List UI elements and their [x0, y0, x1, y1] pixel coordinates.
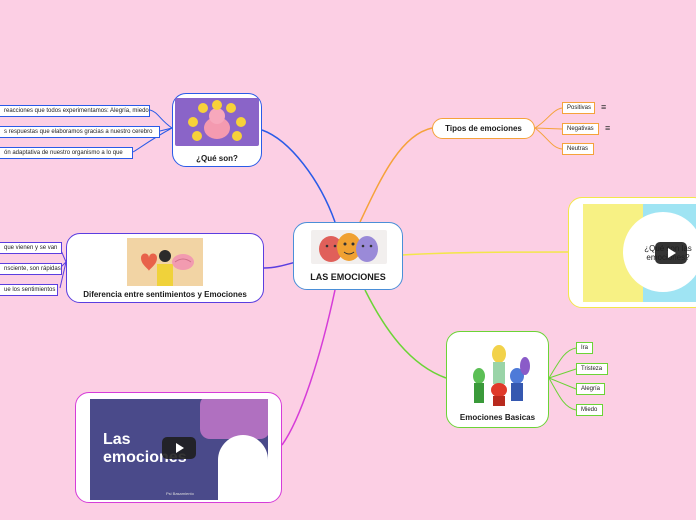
- que-son-node[interactable]: ¿Qué son?: [172, 93, 262, 167]
- tipos-item-neutras[interactable]: Neutras: [562, 143, 594, 155]
- heart-brain-image: [127, 238, 203, 286]
- que-son-item-1[interactable]: reacciones que todos experimentamos: Ale…: [0, 105, 150, 117]
- que-son-item-2[interactable]: s respuestas que elaboramos gracias a nu…: [0, 126, 160, 138]
- tipos-title: Tipos de emociones: [445, 124, 522, 133]
- basicas-item-ira[interactable]: Ira: [576, 342, 593, 354]
- diferencia-title: Diferencia entre sentimientos y Emocione…: [83, 290, 247, 299]
- diferencia-item-2[interactable]: nsciente, son rápidas: [0, 263, 62, 275]
- connector-video-bottom: [281, 289, 336, 446]
- play-icon: [176, 443, 184, 453]
- basicas-item-miedo[interactable]: Miedo: [576, 404, 603, 416]
- basicas-node[interactable]: Emociones Basicas: [446, 331, 549, 428]
- inside-out-image: [461, 336, 536, 408]
- connector-diferencia: [263, 261, 297, 269]
- video-bottom-footer: Psi Basamiento: [166, 491, 194, 496]
- central-node[interactable]: LAS EMOCIONES: [293, 222, 403, 290]
- basicas-item-alegria[interactable]: Alegría: [576, 383, 605, 395]
- basicas-title: Emociones Basicas: [459, 413, 536, 422]
- tipos-item-negativas[interactable]: Negativas: [562, 123, 599, 135]
- play-button[interactable]: [655, 242, 687, 264]
- connector-basicas: [364, 289, 447, 379]
- negativas-menu-icon[interactable]: ≡: [605, 123, 611, 133]
- connector-video-right: [401, 251, 569, 256]
- que-son-item-3[interactable]: ón adaptativa de nuestro organismo a lo …: [0, 147, 133, 159]
- positivas-menu-icon[interactable]: ≡: [601, 102, 607, 112]
- emotions-faces-image: [173, 98, 261, 146]
- tipos-node[interactable]: Tipos de emociones: [432, 118, 535, 139]
- connector-tipos: [359, 127, 433, 223]
- connector-que-son: [261, 129, 336, 223]
- tipos-item-positivas[interactable]: Positivas: [562, 102, 595, 114]
- video-right-node[interactable]: ¿Qué son las emociones?: [568, 197, 696, 308]
- video-bottom-node[interactable]: Las emociones Psi Basamiento: [75, 392, 282, 503]
- diferencia-node[interactable]: Diferencia entre sentimientos y Emocione…: [66, 233, 264, 303]
- diferencia-item-3[interactable]: ue los sentimientos: [0, 284, 58, 296]
- central-title: LAS EMOCIONES: [310, 272, 386, 282]
- play-icon: [668, 248, 676, 258]
- diferencia-item-1[interactable]: que vienen y se van: [0, 242, 62, 254]
- basicas-item-tristeza[interactable]: Tristeza: [576, 363, 608, 375]
- central-masks-image: [311, 230, 387, 264]
- video-bottom-title-line1: Las: [103, 431, 131, 448]
- que-son-title: ¿Qué son?: [196, 154, 238, 163]
- play-button[interactable]: [162, 437, 196, 459]
